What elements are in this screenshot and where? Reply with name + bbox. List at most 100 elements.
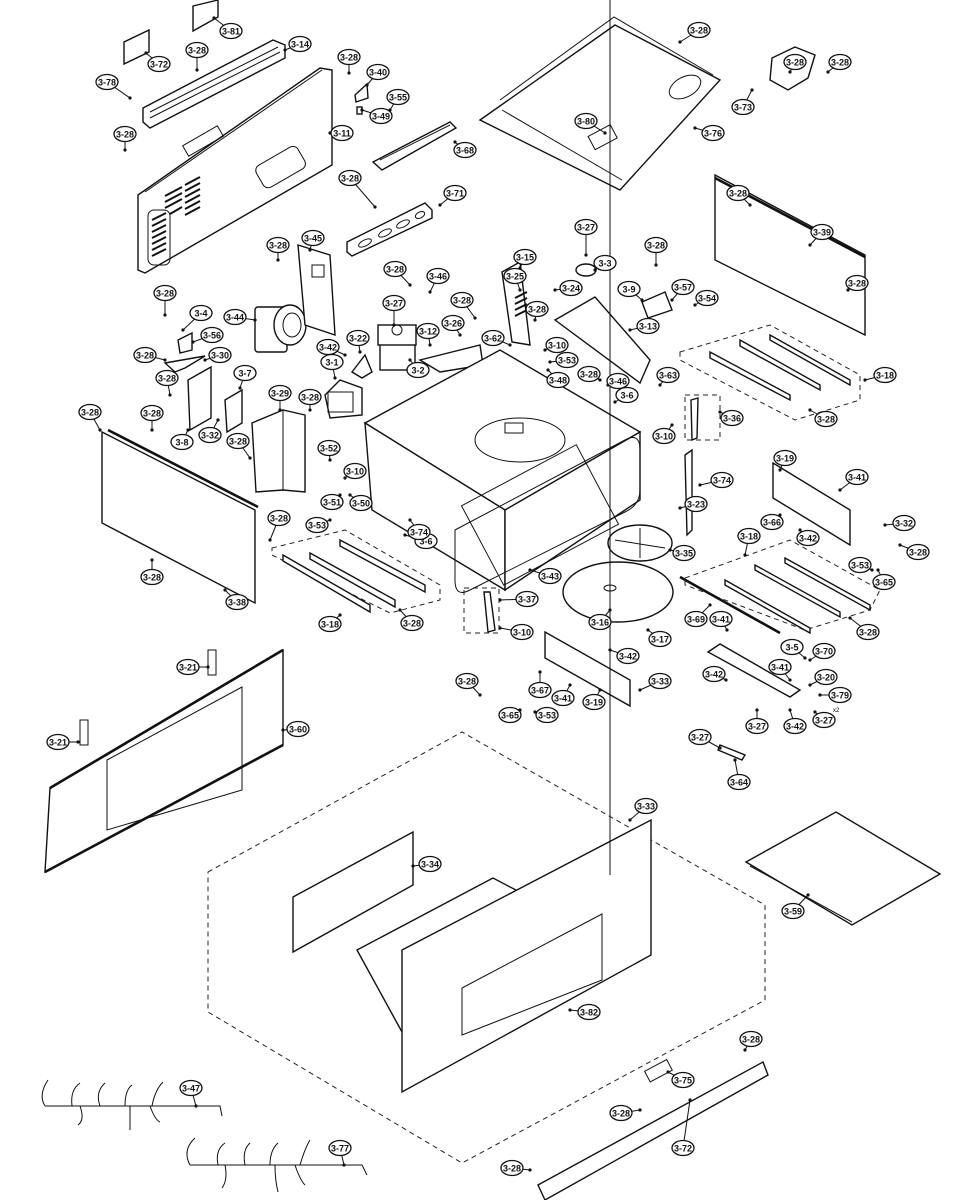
callout-bubble	[349, 494, 373, 512]
callout-label: 3-28	[143, 573, 161, 583]
switch-group-upper-outline	[684, 394, 721, 441]
callout-3-28: 3-28	[826, 53, 852, 74]
leader-end-dot	[408, 518, 412, 522]
callout-bubble	[574, 112, 598, 130]
callout-3-8: 3-8	[170, 428, 194, 451]
callout-bubble	[636, 317, 660, 335]
callout-3-51: 3-51	[320, 493, 344, 511]
leader-end-dot	[788, 70, 792, 74]
leader-end-dot	[743, 553, 747, 557]
callout-bubble	[320, 493, 344, 511]
callout-bubble	[672, 544, 696, 562]
bracket-3-79	[706, 643, 802, 698]
callout-3-47: 3-47	[179, 1079, 203, 1108]
leader-end-dot	[640, 298, 644, 302]
callout-3-19: 3-19	[773, 449, 797, 472]
callout-3-50: 3-50	[348, 493, 373, 512]
callout-bubble	[648, 672, 672, 690]
magnetron	[377, 324, 417, 371]
callout-3-15: 3-15	[513, 248, 537, 270]
leader-end-dot	[808, 683, 812, 687]
callout-label: 3-28	[188, 46, 206, 56]
callout-bubble	[317, 439, 341, 457]
leader-end-dot	[593, 268, 597, 272]
vent-duct	[346, 202, 433, 257]
callout-bubble	[845, 468, 869, 486]
callout-3-16: 3-16	[588, 608, 612, 631]
callout-label: 3-21	[49, 738, 67, 748]
callout-bubble	[644, 236, 668, 254]
callout-bubble	[671, 1139, 695, 1157]
top-cover	[478, 24, 722, 191]
callout-bubble	[298, 388, 322, 406]
leader-end-dot	[438, 203, 442, 207]
callout-bubble	[773, 449, 797, 467]
callout-3-49: 3-49	[360, 107, 393, 125]
blower-fan	[254, 304, 307, 353]
leader-end-dot	[608, 648, 612, 652]
callout-label: 3-80	[577, 117, 595, 127]
callout-bubble	[812, 711, 836, 729]
leader-end-dot	[698, 483, 702, 487]
callout-3-27: 3-27	[382, 294, 406, 327]
rail-group-upper-outline	[679, 324, 861, 421]
callout-bubble	[343, 462, 367, 480]
callout-3-28: 3-28	[726, 184, 752, 207]
leader-end-dot	[870, 568, 874, 572]
callout-bubble	[812, 642, 836, 660]
turntable-support	[607, 524, 673, 562]
vent-duct-slots	[358, 210, 426, 248]
callout-bubble	[189, 304, 213, 322]
leader-end-dot	[743, 1048, 747, 1052]
callout-3-28: 3-28	[266, 236, 290, 262]
callout-label: 3-9	[622, 285, 635, 295]
panel-3-19-lower	[544, 630, 631, 708]
leader-end-dot	[724, 678, 728, 682]
callout-label: 3-29	[271, 389, 289, 399]
leader-end-dot	[128, 96, 132, 100]
callout-3-28: 3-28	[338, 169, 377, 209]
callout-label: 3-35	[675, 549, 693, 559]
callout-3-28: 3-28	[226, 432, 252, 460]
leader-end-dot	[328, 458, 332, 462]
leader-end-dot	[613, 400, 617, 404]
leader-end-dot	[708, 603, 712, 607]
callout-bubble	[551, 689, 575, 707]
callout-label: 3-60	[289, 725, 307, 735]
callout-bubble	[828, 53, 852, 71]
callout-label: 3-34	[421, 860, 439, 870]
callout-bubble	[426, 267, 450, 285]
callout-3-74: 3-74	[407, 518, 431, 541]
callout-3-75: 3-75	[666, 1070, 695, 1089]
callout-bubble	[267, 509, 291, 527]
callout-label: 3-6	[419, 537, 432, 547]
callout-bubble	[515, 590, 539, 608]
switch-bracket	[483, 591, 496, 633]
callout-label: 3-66	[763, 518, 781, 528]
callout-label: 3-75	[674, 1076, 692, 1086]
callout-3-28: 3-28	[140, 558, 164, 586]
callout-3-37: 3-37	[498, 590, 539, 608]
callout-bubble	[535, 706, 559, 724]
callout-label: 3-41	[712, 615, 730, 625]
callout-bubble	[538, 567, 562, 585]
callout-bubble	[383, 260, 407, 278]
callout-bubble	[266, 236, 290, 254]
callout-bubble	[225, 593, 249, 611]
callout-3-65: 3-65	[498, 706, 522, 724]
leader-end-dot	[342, 1163, 346, 1167]
leader-end-dot	[403, 533, 407, 537]
callout-label: 3-41	[771, 663, 789, 673]
hinge-plate-edge	[379, 124, 451, 161]
callout-bubble	[671, 278, 695, 296]
front-door-panel	[44, 648, 284, 874]
callout-3-48: 3-48	[546, 368, 570, 389]
callout-label: 3-23	[687, 500, 705, 510]
callout-3-28: 3-28	[644, 236, 668, 267]
rail-upper-a	[709, 350, 791, 402]
callout-label: 3-46	[609, 377, 627, 387]
callout-bubble	[233, 364, 257, 382]
callout-label: 3-42	[619, 652, 637, 662]
callout-3-38: 3-38	[223, 588, 249, 611]
glass-tray-3-59	[744, 811, 942, 926]
